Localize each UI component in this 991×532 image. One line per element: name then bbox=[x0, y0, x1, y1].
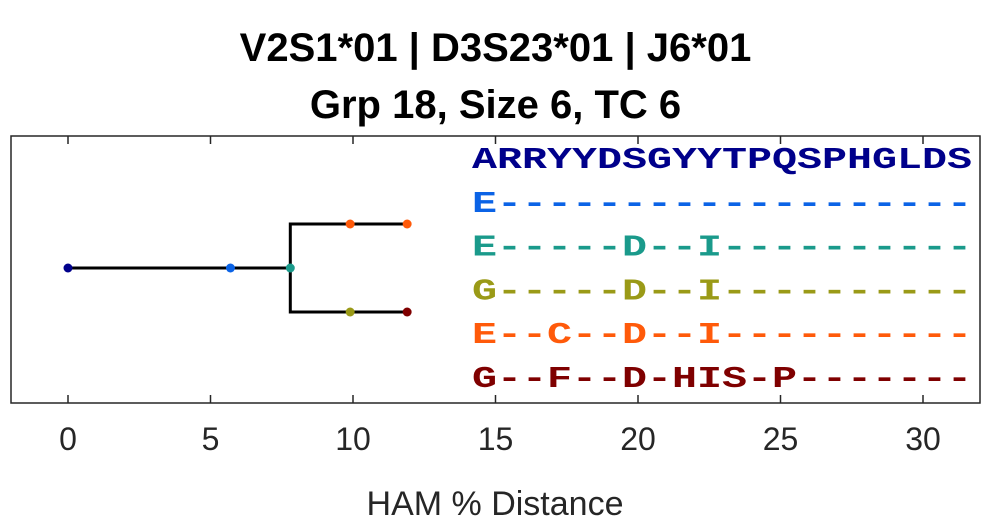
tree-node bbox=[285, 263, 295, 273]
sequence-label: E-----D--I---------- bbox=[472, 231, 972, 266]
x-tick-label: 5 bbox=[202, 421, 220, 457]
chart-title: V2S1*01 | D3S23*01 | J6*01 bbox=[239, 26, 752, 70]
tree-node bbox=[225, 263, 235, 273]
x-tick-label: 15 bbox=[478, 421, 514, 457]
sequence-label: E------------------- bbox=[472, 187, 972, 222]
tree-edge bbox=[288, 268, 351, 314]
x-tick-label: 10 bbox=[335, 421, 371, 457]
x-axis-label: HAM % Distance bbox=[367, 485, 624, 523]
sequence-label: E--C--D--I---------- bbox=[472, 318, 972, 353]
chart-subtitle: Grp 18, Size 6, TC 6 bbox=[309, 83, 682, 127]
x-tick-label: 0 bbox=[59, 421, 77, 457]
tree-node bbox=[345, 307, 355, 317]
tree-edge bbox=[288, 222, 351, 268]
x-tick-label: 30 bbox=[905, 421, 941, 457]
x-tick-label: 20 bbox=[620, 421, 656, 457]
tree-node bbox=[402, 307, 412, 317]
x-tick-label: 25 bbox=[763, 421, 799, 457]
tree-node bbox=[345, 219, 355, 229]
tree-node bbox=[402, 219, 412, 229]
sequence-label: G--F--D-HIS-P------- bbox=[472, 362, 972, 397]
sequence-label: G-----D--I---------- bbox=[472, 274, 972, 309]
sequence-label: ARRYYDSGYYTPQSPHGLDS bbox=[472, 143, 972, 178]
tree-node bbox=[63, 263, 73, 273]
